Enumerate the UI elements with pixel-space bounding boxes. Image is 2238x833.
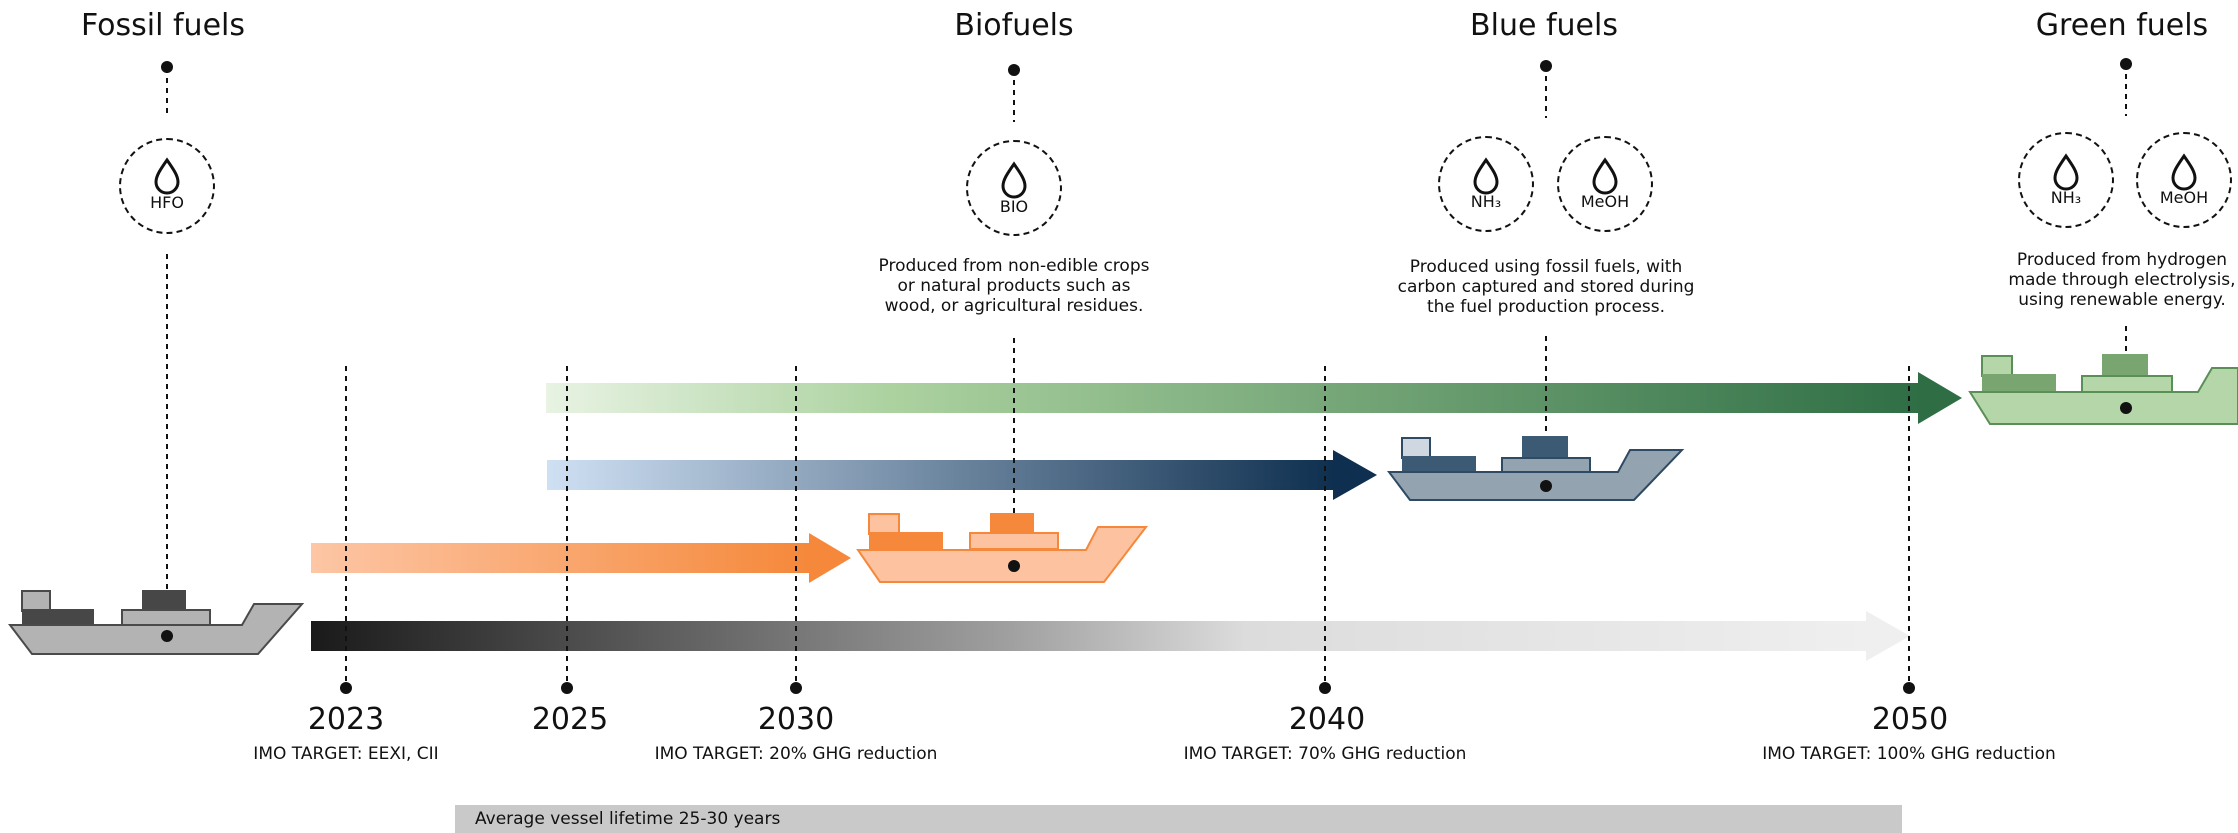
year-dot-2030 (790, 682, 802, 694)
target-2023: IMO TARGET: EEXI, CII (253, 744, 439, 764)
year-markers (345, 366, 1910, 686)
year-2030: 2030 (757, 702, 835, 737)
fossil-fuels-title: Fossil fuels (80, 8, 246, 43)
green-nh3-label: NH₃ (2050, 188, 2082, 207)
vessel-lifetime-bar: Average vessel lifetime 25-30 years (455, 805, 1902, 833)
blue-top-dot (1540, 60, 1552, 72)
year-2050: 2050 (1871, 702, 1949, 737)
year-2023: 2023 (307, 702, 385, 737)
green-fuels-title: Green fuels (2035, 8, 2209, 43)
bio-ship-icon (856, 513, 1149, 583)
year-dot-2025 (561, 682, 573, 694)
biofuels-title: Biofuels (954, 8, 1074, 43)
blue-nh3-badge: NH₃ (1438, 136, 1534, 232)
green-arrow (546, 372, 1962, 424)
green-meoh-label: MeOH (2159, 188, 2209, 207)
target-2040: IMO TARGET: 70% GHG reduction (1183, 744, 1467, 764)
blue-fuels-title: Blue fuels (1470, 8, 1618, 43)
bio-top-dot (1008, 64, 1020, 76)
bio-description: Produced from non-edible crops or natura… (878, 256, 1150, 316)
target-2030: IMO TARGET: 20% GHG reduction (654, 744, 938, 764)
green-top-dot (2120, 58, 2132, 70)
green-description: Produced from hydrogen made through elec… (2008, 250, 2236, 310)
blue-ship-icon (1387, 436, 1685, 501)
year-2040: 2040 (1288, 702, 1366, 737)
year-dot-2050 (1903, 682, 1915, 694)
blue-nh3-label: NH₃ (1470, 192, 1502, 211)
green-nh3-badge: NH₃ (2018, 132, 2114, 228)
blue-arrow (547, 450, 1377, 500)
hfo-badge: HFO (119, 138, 215, 234)
bio-badge: BIO (966, 140, 1062, 236)
bio-arrow (311, 533, 851, 583)
blue-meoh-label: MeOH (1580, 192, 1630, 211)
year-dot-2040 (1319, 682, 1331, 694)
year-2025: 2025 (531, 702, 609, 737)
green-meoh-badge: MeOH (2136, 132, 2232, 228)
fossil-arrow (311, 611, 1910, 661)
fossil-top-dot (161, 61, 173, 73)
year-dot-2023 (340, 682, 352, 694)
fossil-ship-icon (7, 590, 305, 655)
hfo-label: HFO (150, 193, 184, 212)
blue-description: Produced using fossil fuels, with carbon… (1397, 257, 1695, 317)
bio-label: BIO (999, 197, 1029, 216)
green-ship-icon (1968, 354, 2238, 425)
blue-meoh-badge: MeOH (1557, 136, 1653, 232)
target-2050: IMO TARGET: 100% GHG reduction (1762, 744, 2056, 764)
